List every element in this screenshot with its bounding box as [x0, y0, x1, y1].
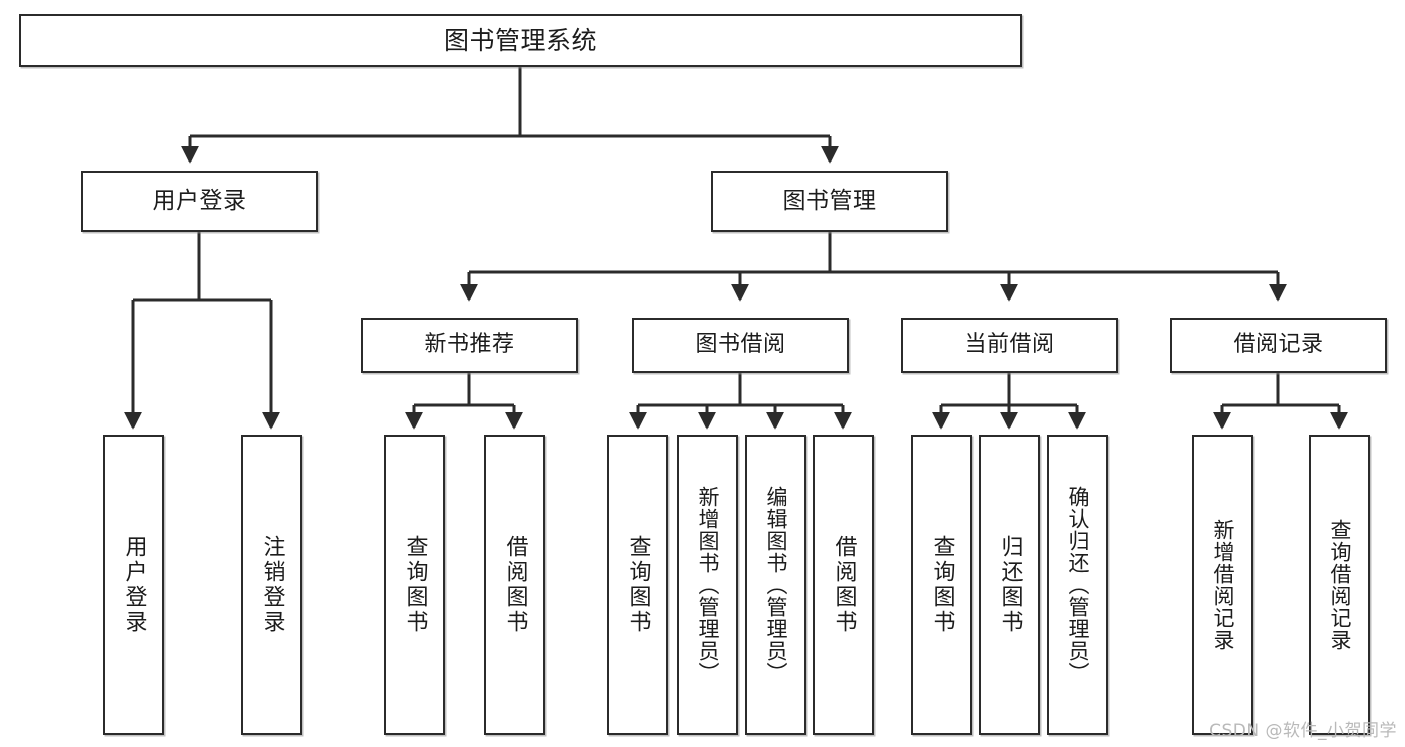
node-label: 新书推荐: [424, 332, 515, 358]
leaf-confirm-return-admin[interactable]: 确认归还（管理员）: [1047, 435, 1108, 735]
leaf-edit-book-admin[interactable]: 编辑图书（管理员）: [745, 435, 806, 735]
node-label: 借阅记录: [1233, 332, 1324, 358]
node-book-management[interactable]: 图书管理: [711, 171, 948, 232]
node-label: 注销登录: [259, 535, 285, 635]
leaf-logout[interactable]: 注销登录: [241, 435, 302, 735]
node-label: 图书管理: [782, 187, 877, 214]
node-label: 查询图书: [929, 535, 955, 635]
node-book-borrow[interactable]: 图书借阅: [632, 318, 849, 373]
node-label: 新增借阅记录: [1211, 519, 1235, 651]
leaf-borrow-book-recommend[interactable]: 借阅图书: [484, 435, 545, 735]
leaf-borrow-book[interactable]: 借阅图书: [813, 435, 874, 735]
leaf-add-book-admin[interactable]: 新增图书（管理员）: [677, 435, 738, 735]
node-label: 借阅图书: [831, 535, 857, 635]
node-label: 归还图书: [997, 535, 1023, 635]
node-system-root[interactable]: 图书管理系统: [19, 14, 1022, 67]
node-label: 图书借阅: [695, 332, 786, 358]
leaf-add-borrow-record[interactable]: 新增借阅记录: [1192, 435, 1253, 735]
leaf-return-book[interactable]: 归还图书: [979, 435, 1040, 735]
leaf-query-book-recommend[interactable]: 查询图书: [384, 435, 445, 735]
node-label: 编辑图书（管理员）: [764, 486, 788, 684]
node-label: 新增图书（管理员）: [696, 486, 720, 684]
node-label: 查询借阅记录: [1328, 519, 1352, 651]
leaf-query-book-current[interactable]: 查询图书: [911, 435, 972, 735]
node-label: 图书管理系统: [443, 25, 597, 55]
node-label: 当前借阅: [964, 332, 1055, 358]
node-label: 借阅图书: [502, 535, 528, 635]
node-label: 确认归还（管理员）: [1066, 486, 1090, 684]
node-label: 用户登录: [152, 187, 247, 214]
node-user-login[interactable]: 用户登录: [81, 171, 318, 232]
node-label: 查询图书: [625, 535, 651, 635]
watermark: CSDN @软件_小贺同学: [1209, 721, 1397, 741]
node-current-borrow[interactable]: 当前借阅: [901, 318, 1118, 373]
leaf-query-book-borrow[interactable]: 查询图书: [607, 435, 668, 735]
leaf-query-borrow-record[interactable]: 查询借阅记录: [1309, 435, 1370, 735]
node-new-book-recommend[interactable]: 新书推荐: [361, 318, 578, 373]
node-label: 用户登录: [121, 535, 147, 635]
leaf-user-login[interactable]: 用户登录: [103, 435, 164, 735]
node-borrow-record[interactable]: 借阅记录: [1170, 318, 1387, 373]
node-label: 查询图书: [402, 535, 428, 635]
